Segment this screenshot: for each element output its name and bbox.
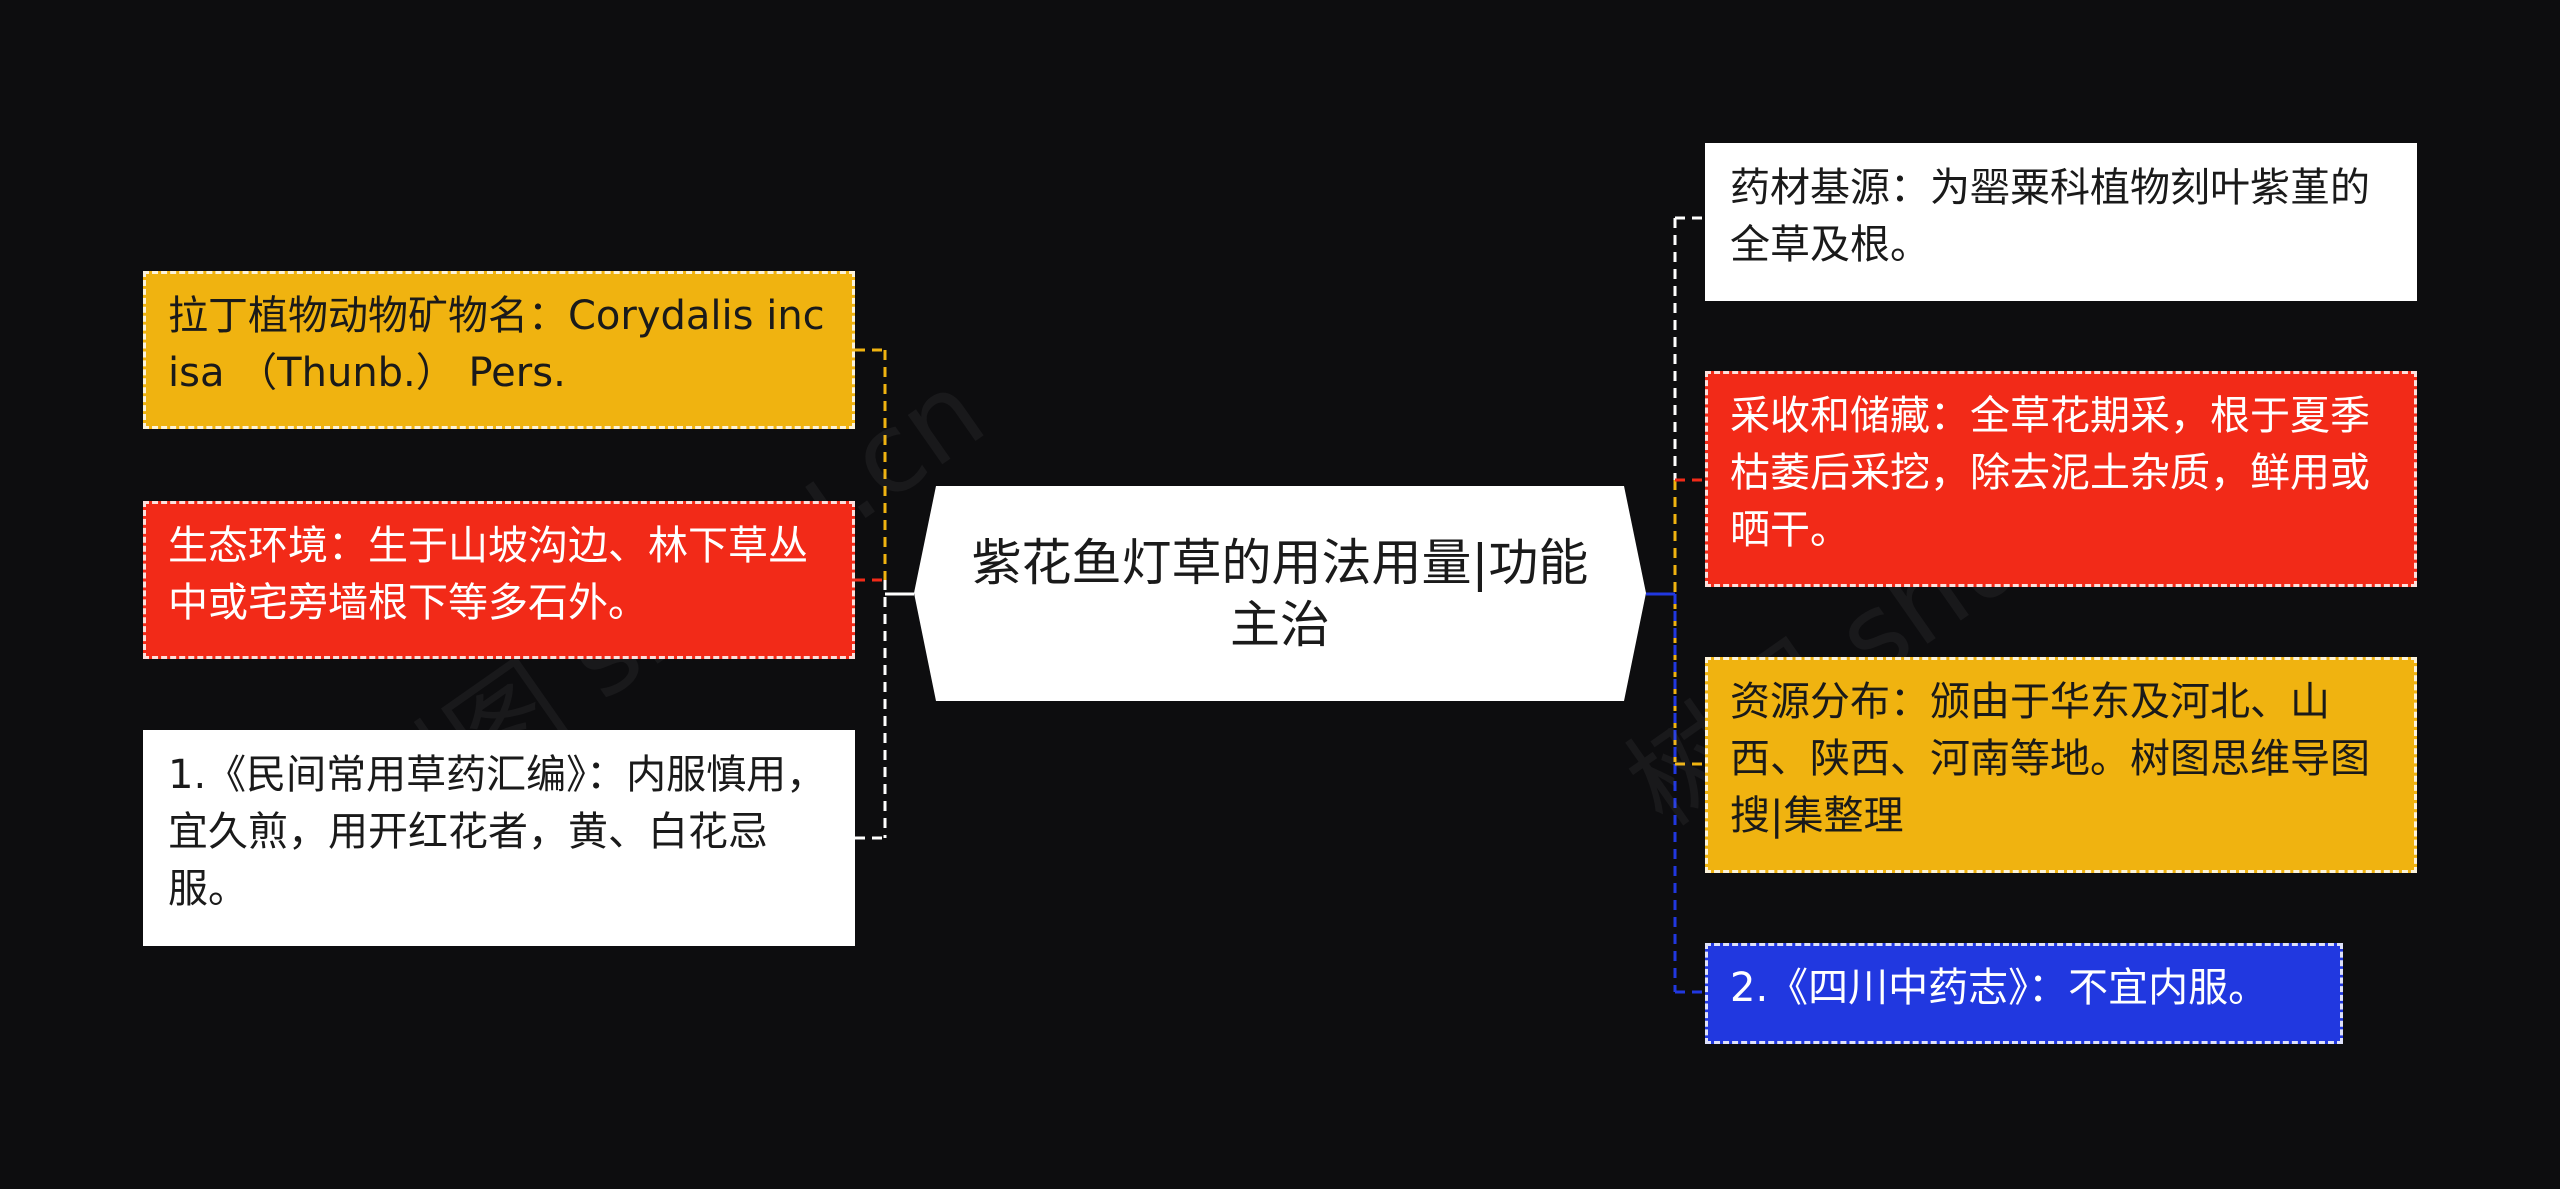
left-node-latin-name[interactable]: 拉丁植物动物矿物名：Corydalis incisa （Thunb.） Pers… bbox=[143, 271, 855, 429]
right-node-label: 资源分布：颁由于华东及河北、山西、陕西、河南等地。树图思维导图搜|集整理 bbox=[1730, 679, 2370, 839]
right-node-label: 采收和储藏：全草花期采，根于夏季枯萎后采挖，除去泥土杂质，鲜用或晒干。 bbox=[1730, 393, 2370, 553]
center-topic-shape bbox=[914, 486, 1646, 701]
left-node-label: 拉丁植物动物矿物名：Corydalis incisa （Thunb.） Pers… bbox=[168, 293, 825, 396]
left-node-label: 1.《民间常用草药汇编》：内服慎用，宜久煎，用开红花者，黄、白花忌服。 bbox=[168, 752, 827, 912]
right-node-sichuan-note[interactable]: 2.《四川中药志》：不宜内服。 bbox=[1705, 943, 2343, 1044]
right-node-label: 2.《四川中药志》：不宜内服。 bbox=[1730, 965, 2269, 1011]
right-node-source[interactable]: 药材基源：为罂粟科植物刻叶紫堇的全草及根。 bbox=[1705, 143, 2417, 301]
left-node-habitat[interactable]: 生态环境：生于山坡沟边、林下草丛中或宅旁墙根下等多石外。 bbox=[143, 501, 855, 659]
right-node-distribution[interactable]: 资源分布：颁由于华东及河北、山西、陕西、河南等地。树图思维导图搜|集整理 bbox=[1705, 657, 2417, 873]
center-topic-label: 紫花鱼灯草的用法用量|功能主治 bbox=[971, 533, 1589, 654]
right-node-label: 药材基源：为罂粟科植物刻叶紫堇的全草及根。 bbox=[1730, 165, 2370, 268]
left-node-label: 生态环境：生于山坡沟边、林下草丛中或宅旁墙根下等多石外。 bbox=[168, 523, 808, 626]
center-topic[interactable]: 紫花鱼灯草的用法用量|功能主治 bbox=[914, 486, 1646, 701]
left-node-usage-caution[interactable]: 1.《民间常用草药汇编》：内服慎用，宜久煎，用开红花者，黄、白花忌服。 bbox=[143, 730, 855, 946]
right-node-harvest[interactable]: 采收和储藏：全草花期采，根于夏季枯萎后采挖，除去泥土杂质，鲜用或晒干。 bbox=[1705, 371, 2417, 587]
